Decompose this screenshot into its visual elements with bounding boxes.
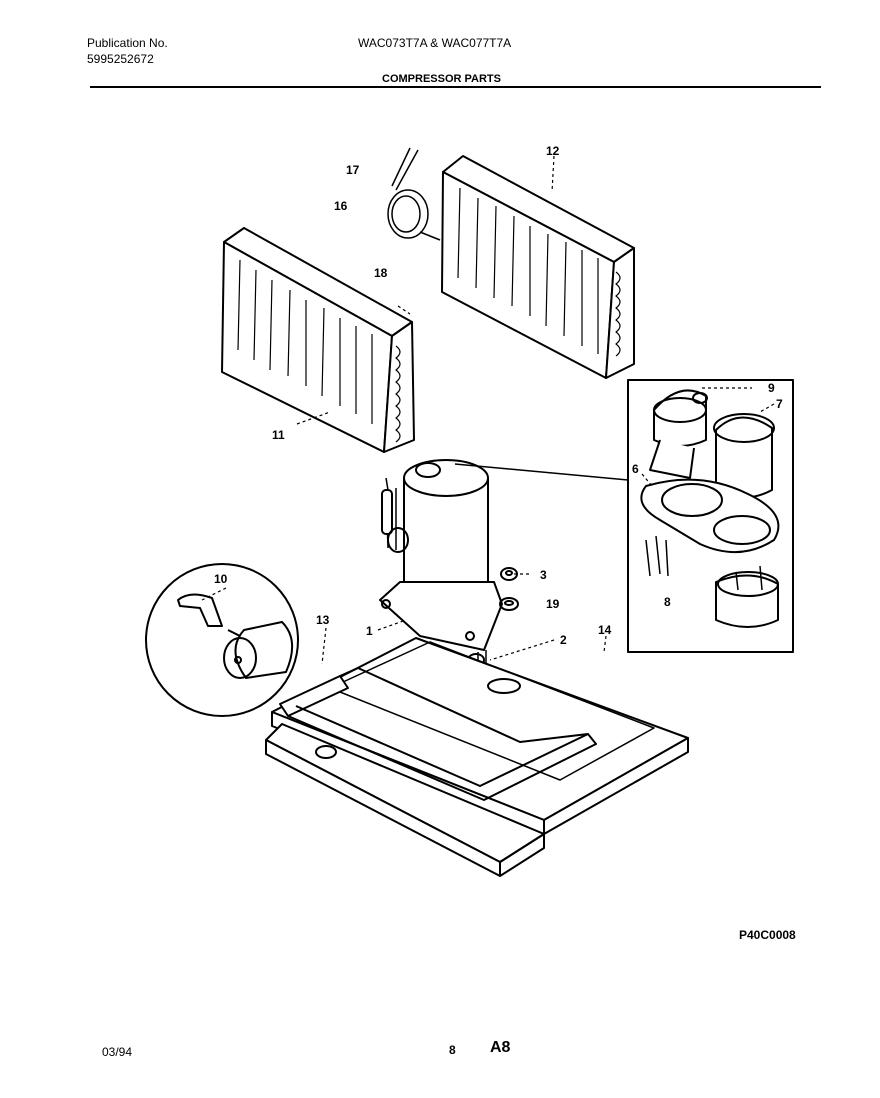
footer-page-number: 8: [449, 1043, 456, 1057]
coil-11-icon: [221, 227, 415, 453]
callout-11: 11: [272, 428, 285, 442]
callout-13: 13: [316, 613, 330, 627]
publication-label: Publication No.: [87, 36, 168, 50]
coil-12-icon: [441, 155, 635, 379]
footer-date: 03/94: [102, 1045, 133, 1059]
callout-14: 14: [598, 623, 612, 637]
callout-7: 7: [776, 397, 783, 411]
callout-17: 17: [346, 163, 360, 177]
footer-page-code: A8: [490, 1039, 511, 1056]
clamp-icon: [177, 593, 293, 679]
publication-number: 5995252672: [87, 52, 154, 66]
leader-lines: [201, 155, 775, 665]
callout-9: 9: [768, 381, 775, 395]
model-numbers: WAC073T7A & WAC077T7A: [358, 36, 512, 50]
callout-2: 2: [560, 633, 567, 647]
callout-16: 16: [334, 199, 348, 213]
base-pan-icon: [265, 637, 689, 877]
callout-3: 3: [540, 568, 547, 582]
callout-18: 18: [374, 266, 388, 280]
callout-1: 1: [366, 624, 373, 638]
callout-6: 6: [632, 462, 639, 476]
compressor-icon: [379, 459, 503, 651]
overload-protector-icon: [640, 389, 780, 628]
callout-12: 12: [546, 144, 560, 158]
section-title: COMPRESSOR PARTS: [382, 73, 501, 85]
callout-10: 10: [214, 572, 228, 586]
callout-8: 8: [664, 595, 671, 609]
drain-frame-icon: [279, 667, 597, 801]
capillary-tube-icon: [387, 147, 441, 241]
callout-19: 19: [546, 597, 560, 611]
header-rule: [90, 86, 821, 88]
figure-code: P40C0008: [739, 928, 796, 942]
